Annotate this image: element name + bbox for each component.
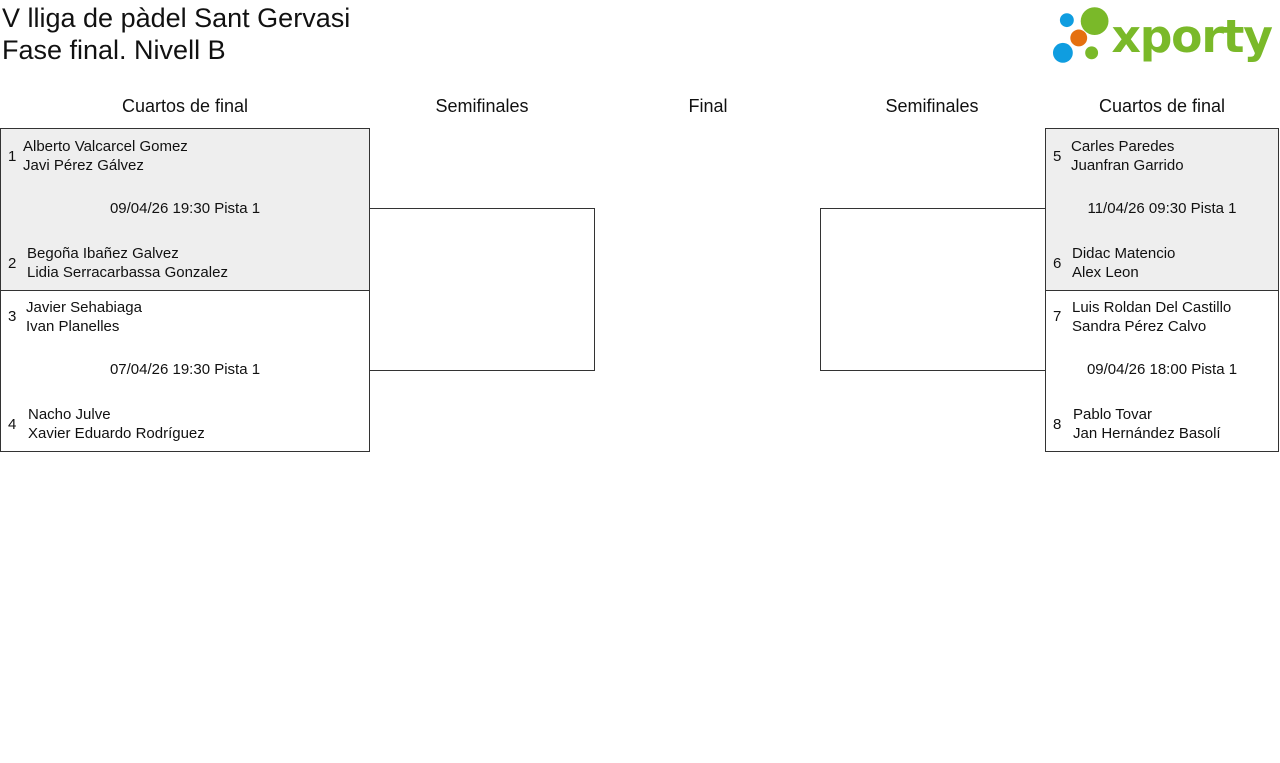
player-name: Carles Paredes: [1071, 138, 1175, 155]
semifinal-right[interactable]: [820, 208, 1046, 371]
seed: 3: [8, 308, 17, 325]
round-header-sf-right: Semifinales: [885, 96, 979, 116]
round-header-final: Final: [688, 96, 728, 116]
seed: 5: [1053, 148, 1062, 165]
player-name: Pablo Tovar: [1073, 406, 1152, 423]
seed: 8: [1053, 416, 1062, 433]
player-name: Begoña Ibañez Galvez: [27, 245, 179, 262]
player-name: Alex Leon: [1072, 264, 1139, 281]
seed: 6: [1053, 255, 1062, 272]
match-info: 11/04/26 09:30 Pista 1: [1087, 200, 1237, 217]
title-line-2: Fase final. Nivell B: [2, 35, 226, 65]
seed: 7: [1053, 308, 1062, 325]
round-header-qf-right: Cuartos de final: [1098, 96, 1226, 116]
match-info: 07/04/26 19:30 Pista 1: [109, 361, 261, 378]
player-name: Javi Pérez Gálvez: [23, 157, 144, 174]
player-name: Alberto Valcarcel Gomez: [23, 138, 188, 155]
player-name: Jan Hernández Basolí: [1073, 425, 1221, 442]
player-name: Xavier Eduardo Rodríguez: [28, 425, 205, 442]
svg-text:xporty: xporty: [1111, 10, 1273, 63]
page-title: V lliga de pàdel Sant Gervasi Fase final…: [2, 2, 350, 66]
player-name: Didac Matencio: [1072, 245, 1176, 262]
title-line-1: V lliga de pàdel Sant Gervasi: [2, 3, 351, 33]
match-info: 09/04/26 19:30 Pista 1: [109, 200, 261, 217]
seed: 4: [8, 416, 17, 433]
player-name: Nacho Julve: [28, 406, 111, 423]
round-header-sf-left: Semifinales: [435, 96, 529, 116]
round-header-qf-left: Cuartos de final: [121, 96, 249, 116]
player-name: Ivan Planelles: [26, 318, 120, 335]
xporty-logo: xporty: [1052, 7, 1273, 63]
player-name: Sandra Pérez Calvo: [1072, 318, 1207, 335]
player-name: Juanfran Garrido: [1071, 157, 1184, 174]
player-name: Luis Roldan Del Castillo: [1072, 299, 1232, 316]
match-info: 09/04/26 18:00 Pista 1: [1086, 361, 1238, 378]
player-name: Javier Sehabiaga: [26, 299, 142, 316]
seed: 1: [8, 148, 17, 165]
semifinal-left[interactable]: [369, 208, 595, 371]
seed: 2: [8, 255, 17, 272]
player-name: Lidia Serracarbassa Gonzalez: [27, 264, 228, 281]
